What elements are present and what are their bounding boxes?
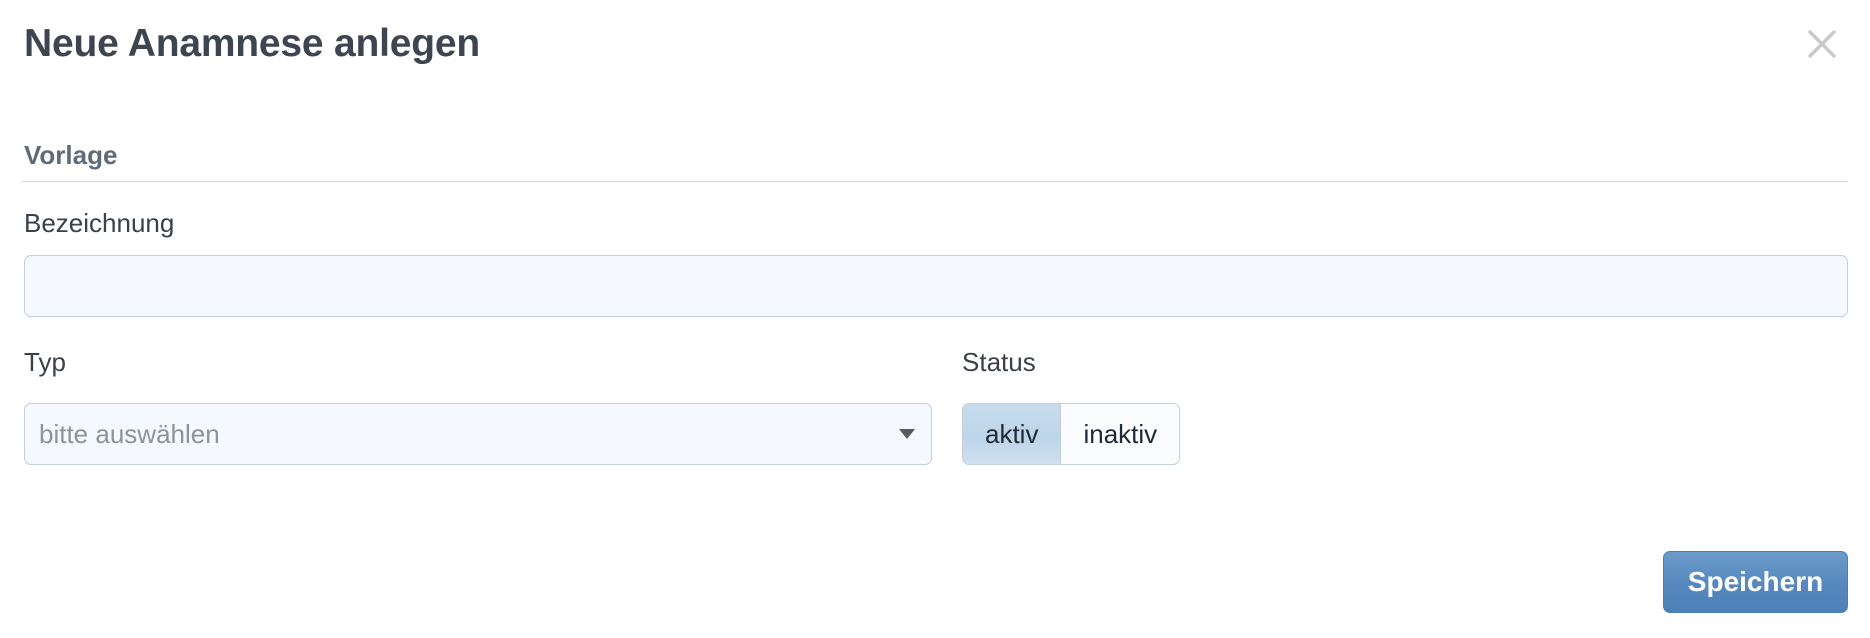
bezeichnung-input[interactable] [24,255,1848,317]
bezeichnung-label: Bezeichnung [24,208,175,238]
status-label: Status [962,347,1036,377]
dialog-header: Neue Anamnese anlegen [0,0,1870,96]
typ-select-value: bitte auswählen [39,418,220,449]
status-option-inaktiv[interactable]: inaktiv [1060,404,1180,464]
typ-select-wrapper: bitte auswählen [24,403,932,465]
status-option-aktiv[interactable]: aktiv [963,404,1061,464]
close-icon[interactable] [1796,18,1848,70]
chevron-down-icon [899,429,915,439]
typ-select[interactable]: bitte auswählen [24,403,932,465]
save-button[interactable]: Speichern [1663,551,1848,613]
section-heading-vorlage: Vorlage [24,140,118,170]
page-title: Neue Anamnese anlegen [24,22,481,65]
status-segmented-control: aktiv inaktiv [962,403,1181,465]
section-divider [22,181,1848,182]
typ-label: Typ [24,347,66,377]
